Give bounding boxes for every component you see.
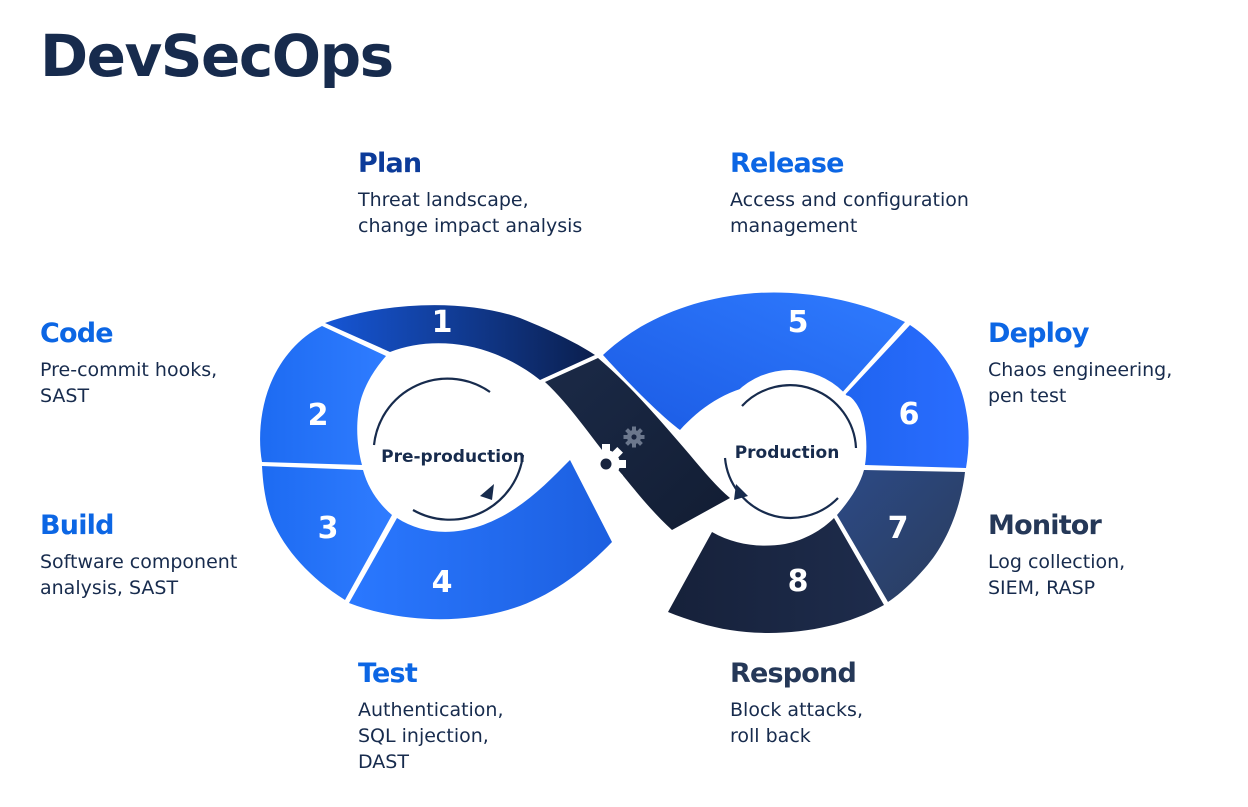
- hub-left-label: Pre-production: [381, 447, 525, 467]
- segment-deploy: [843, 325, 969, 468]
- segment-crossover: [545, 358, 730, 530]
- stage-respond-desc: Block attacks, roll back: [730, 699, 863, 747]
- hub-right-bg: [714, 370, 866, 522]
- stage-test-title: Test: [358, 658, 418, 689]
- segment-number-4: 4: [432, 565, 453, 600]
- stage-respond: Respond Block attacks, roll back: [730, 658, 863, 749]
- cycle-arrow-right-bottom: [723, 457, 839, 520]
- segment-number-1: 1: [432, 305, 453, 340]
- page-title: DevSecOps: [40, 22, 394, 90]
- segment-number-6: 6: [899, 397, 920, 432]
- segment-number-7: 7: [888, 511, 909, 546]
- segment-build: [262, 466, 392, 600]
- stage-monitor-desc: Log collection, SIEM, RASP: [988, 551, 1126, 599]
- stage-deploy-title: Deploy: [988, 318, 1089, 349]
- arrowhead-left: [480, 484, 494, 500]
- segment-code: [260, 326, 386, 465]
- stage-test: Test Authentication, SQL injection, DAST: [358, 658, 504, 775]
- stage-release: Release Access and configuration managem…: [730, 148, 969, 239]
- stage-deploy: Deploy Chaos engineering, pen test: [988, 318, 1172, 409]
- hub-right-label: Production: [735, 443, 840, 463]
- stage-build-desc: Software component analysis, SAST: [40, 551, 238, 599]
- stage-plan: Plan Threat landscape, change impact ana…: [358, 148, 582, 239]
- stage-plan-desc: Threat landscape, change impact analysis: [358, 189, 583, 237]
- stage-code-desc: Pre-commit hooks, SAST: [40, 359, 218, 407]
- stage-monitor-title: Monitor: [988, 510, 1102, 541]
- stage-release-title: Release: [730, 148, 844, 179]
- stage-build-title: Build: [40, 510, 114, 541]
- stage-build: Build Software component analysis, SAST: [40, 510, 237, 601]
- segment-release: [603, 292, 905, 430]
- gears-icon: [586, 444, 626, 484]
- cycle-arrow-left-top: [372, 377, 491, 446]
- stage-code: Code Pre-commit hooks, SAST: [40, 318, 217, 409]
- segment-number-2: 2: [308, 398, 329, 433]
- segment-plan: [325, 305, 595, 380]
- stage-test-desc: Authentication, SQL injection, DAST: [358, 699, 504, 773]
- stage-monitor: Monitor Log collection, SIEM, RASP: [988, 510, 1125, 601]
- stage-release-desc: Access and configuration management: [730, 189, 969, 237]
- arrowhead-right: [734, 484, 748, 500]
- small-gear-icon: [623, 426, 645, 448]
- segment-number-5: 5: [788, 305, 809, 340]
- segment-respond: [668, 518, 884, 633]
- stage-code-title: Code: [40, 318, 114, 349]
- cycle-arrow-left-bottom: [412, 454, 525, 521]
- segment-number-8: 8: [788, 564, 809, 599]
- segment-test: [349, 460, 612, 620]
- cycle-arrow-right-top: [741, 384, 858, 449]
- segment-monitor: [837, 470, 965, 602]
- stage-deploy-desc: Chaos engineering, pen test: [988, 359, 1173, 407]
- stage-plan-title: Plan: [358, 148, 422, 179]
- segment-number-3: 3: [318, 511, 339, 546]
- stage-respond-title: Respond: [730, 658, 857, 689]
